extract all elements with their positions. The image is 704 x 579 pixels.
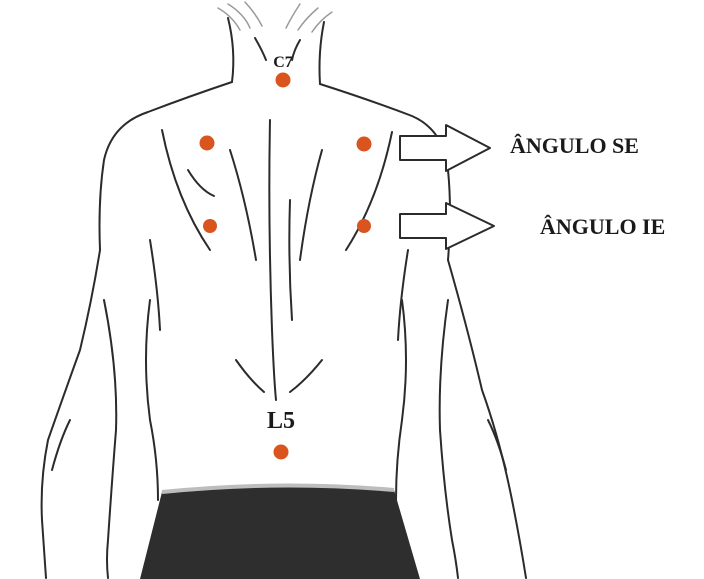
measurement-points (200, 73, 372, 460)
arrow-upper-icon (400, 125, 490, 171)
point-left-lower-scapula (203, 219, 217, 233)
arrows (400, 125, 494, 249)
c7-label: C7 (273, 54, 293, 71)
shorts-waistband (140, 485, 420, 579)
point-l5-marker (274, 445, 289, 460)
l5-label: L5 (267, 408, 295, 434)
point-c7-marker (276, 73, 291, 88)
point-right-lower-scapula (357, 219, 371, 233)
angulo-se-label: ÂNGULO SE (510, 133, 639, 158)
arrow-lower-icon (400, 203, 494, 249)
point-left-upper-scapula (200, 136, 215, 151)
point-right-upper-scapula (357, 137, 372, 152)
angulo-ie-label: ÂNGULO IE (540, 214, 665, 239)
